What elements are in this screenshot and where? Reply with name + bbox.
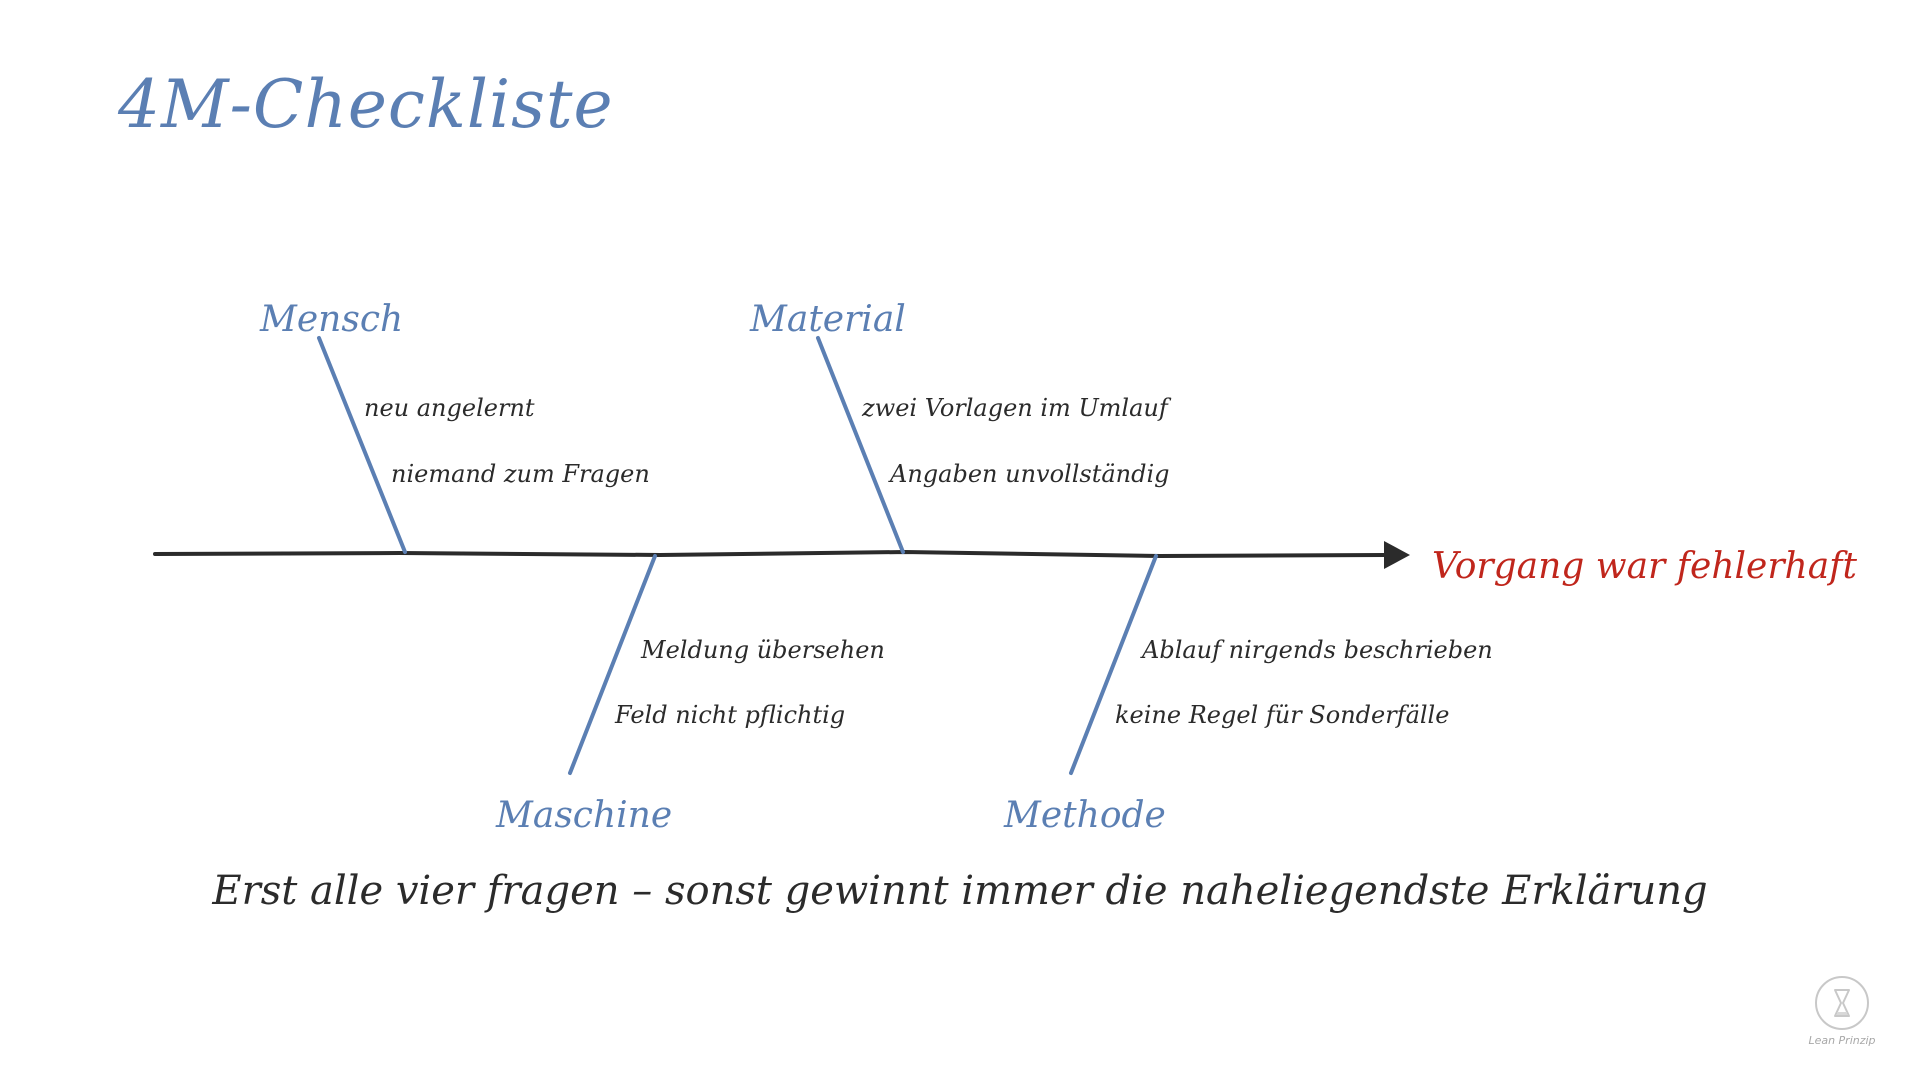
- category-label-methode: Methode: [1003, 795, 1166, 836]
- spine-arrowhead: [1384, 541, 1410, 569]
- category-label-mensch: Mensch: [259, 299, 403, 340]
- bone-methode: [1069, 554, 1158, 775]
- bone-mensch: [317, 336, 407, 554]
- hourglass-icon: [1815, 976, 1869, 1030]
- cause-label: Feld nicht pflichtig: [614, 701, 845, 729]
- cause-label: zwei Vorlagen im Umlauf: [861, 394, 1172, 422]
- brand-logo: Lean Prinzip: [1790, 976, 1894, 1047]
- cause-label: Meldung übersehen: [640, 636, 885, 664]
- bone-maschine: [568, 554, 657, 775]
- footer-note: Erst alle vier fragen – sonst gewinnt im…: [212, 868, 1708, 914]
- cause-label: neu angelernt: [364, 394, 535, 422]
- page-title: 4M-Checkliste: [118, 66, 614, 143]
- cause-label: niemand zum Fragen: [391, 460, 650, 488]
- category-label-maschine: Maschine: [495, 795, 672, 836]
- category-label-material: Material: [749, 299, 906, 340]
- cause-label: keine Regel für Sonderfälle: [1115, 701, 1449, 729]
- bone-material: [816, 336, 905, 554]
- effect-label: Vorgang war fehlerhaft: [1432, 546, 1858, 587]
- cause-label: Ablauf nirgends beschrieben: [1140, 636, 1493, 664]
- cause-label: Angaben unvollständig: [888, 460, 1170, 488]
- logo-text: Lean Prinzip: [1808, 1034, 1876, 1047]
- spine-line: [153, 550, 1387, 558]
